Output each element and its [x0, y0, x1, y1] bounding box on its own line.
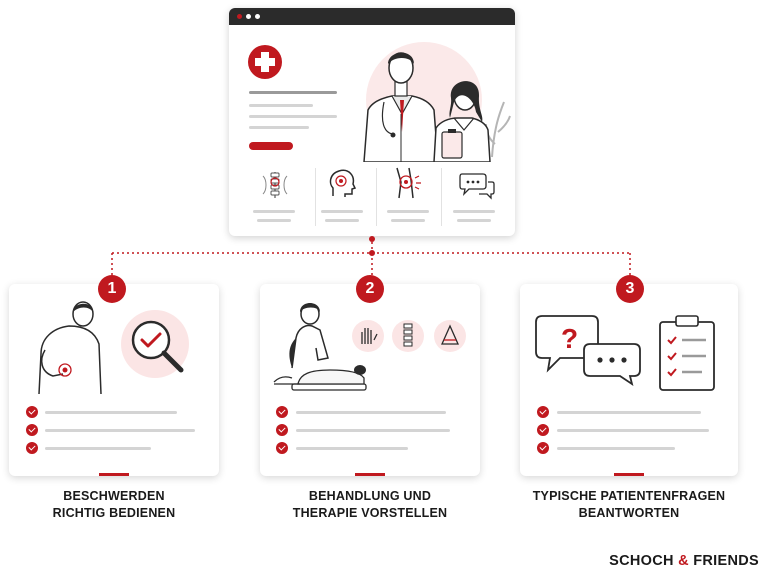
- text-placeholder: [45, 429, 195, 432]
- question-bubbles-icon: ?: [535, 315, 641, 386]
- text-placeholder: [296, 447, 408, 450]
- caption-line: BEANTWORTEN: [578, 506, 680, 520]
- checkmark-icon: [276, 442, 288, 454]
- spine-icon: [262, 172, 288, 198]
- step-badge-2: 2: [356, 275, 384, 303]
- text-placeholder: [457, 219, 491, 222]
- clinic-website-mockup: [229, 8, 515, 236]
- brand-text: FRIENDS: [688, 553, 759, 569]
- step-card-3: ?: [520, 284, 738, 476]
- text-placeholder: [249, 104, 313, 107]
- clipboard-checklist-icon: [659, 315, 715, 391]
- text-placeholder: [257, 219, 291, 222]
- step-badge-3: 3: [616, 275, 644, 303]
- text-placeholder: [321, 210, 363, 213]
- checkmark-icon: [276, 406, 288, 418]
- checkmark-icon: [276, 424, 288, 436]
- window-minimize-dot: [246, 14, 251, 19]
- text-placeholder: [557, 411, 701, 414]
- step-caption-3: TYPISCHE PATIENTENFRAGEN BEANTWORTEN: [509, 488, 749, 522]
- card-accent: [614, 473, 644, 476]
- step-badge-1: 1: [98, 275, 126, 303]
- brand-text: SCHOCH: [609, 553, 679, 569]
- text-placeholder: [453, 210, 495, 213]
- text-placeholder: [45, 447, 151, 450]
- checkmark-icon: [26, 406, 38, 418]
- text-placeholder: [557, 429, 709, 432]
- browser-title-bar: [229, 8, 515, 25]
- checkmark-icon: [26, 424, 38, 436]
- caption-line: RICHTIG BEDIENEN: [52, 506, 176, 520]
- back-pain-illustration: [38, 301, 102, 395]
- checkmark-icon: [26, 442, 38, 454]
- caption-line: BEHANDLUNG UND: [308, 489, 432, 503]
- text-placeholder: [325, 219, 359, 222]
- magnifier-check-icon: [121, 310, 189, 378]
- doctors-illustration: [363, 42, 511, 162]
- checkmark-icon: [537, 442, 549, 454]
- text-placeholder: [249, 115, 337, 118]
- divider: [315, 168, 316, 226]
- text-placeholder: [296, 429, 450, 432]
- text-placeholder: [387, 210, 429, 213]
- brand-ampersand: &: [678, 553, 689, 569]
- checkmark-icon: [537, 406, 549, 418]
- divider: [376, 168, 377, 226]
- text-placeholder: [249, 126, 309, 129]
- text-placeholder: [296, 411, 446, 414]
- divider: [441, 168, 442, 226]
- headline-placeholder: [249, 91, 337, 94]
- knee-pain-icon: [396, 167, 421, 199]
- massage-therapy-illustration: [273, 303, 367, 391]
- text-placeholder: [45, 411, 177, 414]
- step-caption-1: BESCHWERDEN RICHTIG BEDIENEN: [0, 488, 234, 522]
- brand-logo: SCHOCH & FRIENDS: [609, 553, 759, 569]
- connector-lines: [111, 236, 631, 275]
- caption-line: TYPISCHE PATIENTENFRAGEN: [532, 489, 726, 503]
- caption-line: THERAPIE VORSTELLEN: [292, 506, 448, 520]
- step-caption-2: BEHANDLUNG UND THERAPIE VORSTELLEN: [250, 488, 490, 522]
- chat-bubbles-icon: [459, 173, 495, 200]
- checkmark-icon: [537, 424, 549, 436]
- text-placeholder: [557, 447, 675, 450]
- window-close-dot: [237, 14, 242, 19]
- card-accent: [355, 473, 385, 476]
- step-card-2: [260, 284, 480, 476]
- cta-button[interactable]: [249, 142, 293, 150]
- caption-line: BESCHWERDEN: [63, 489, 165, 503]
- step-card-1: [9, 284, 219, 476]
- medical-cross-icon: [248, 45, 282, 79]
- therapy-icons: [352, 320, 466, 352]
- text-placeholder: [391, 219, 425, 222]
- head-pain-icon: [329, 169, 357, 197]
- card-accent: [99, 473, 129, 476]
- text-placeholder: [253, 210, 295, 213]
- window-maximize-dot: [255, 14, 260, 19]
- svg-text:?: ?: [561, 323, 578, 354]
